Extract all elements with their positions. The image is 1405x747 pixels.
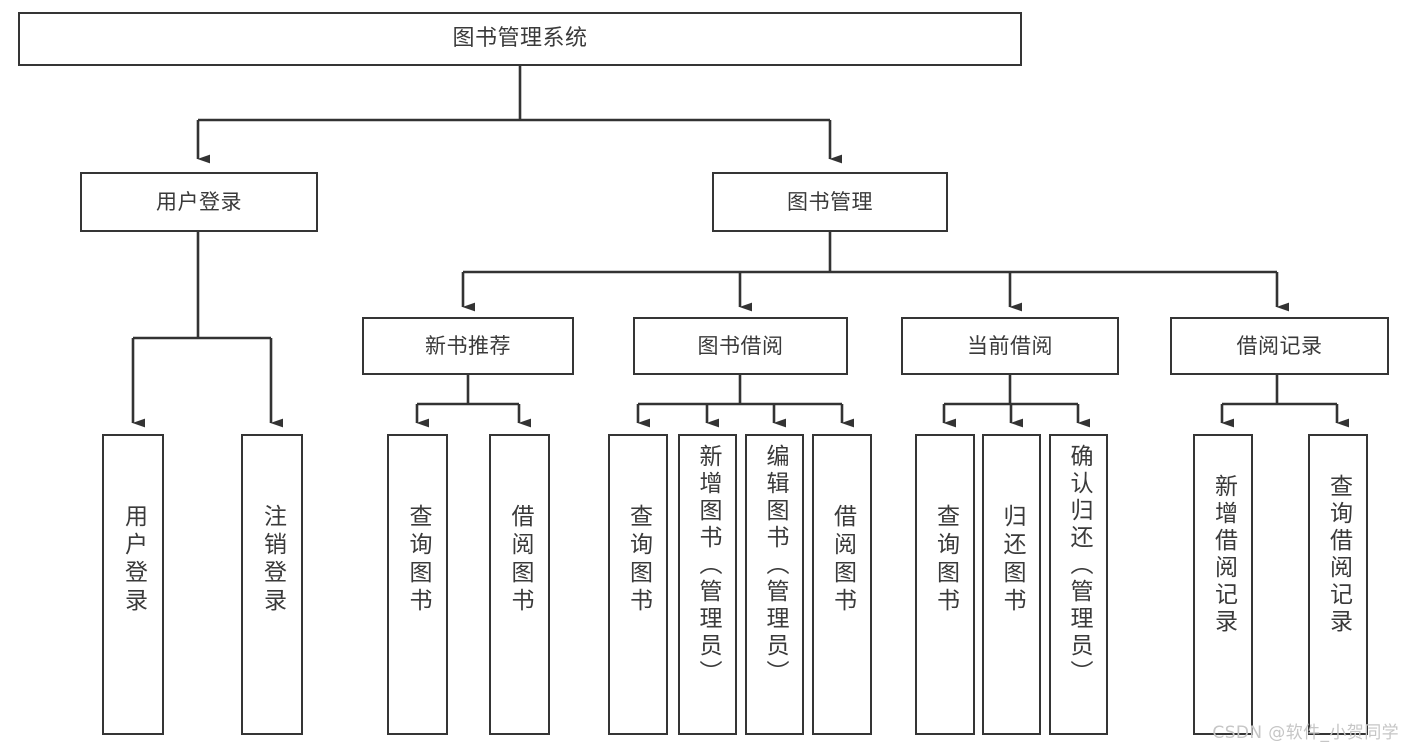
node-label: 注销登录 — [259, 504, 286, 616]
node-current-borrow[interactable]: 当前借阅 — [901, 317, 1119, 375]
node-label: 用户登录 — [156, 189, 242, 214]
node-label: 查询图书 — [932, 504, 959, 616]
node-root-library-system[interactable]: 图书管理系统 — [18, 12, 1022, 66]
leaf-add-borrow-record[interactable]: 新增借阅记录 — [1193, 434, 1253, 735]
node-label: 当前借阅 — [967, 333, 1053, 358]
leaf-query-borrow-record[interactable]: 查询借阅记录 — [1308, 434, 1368, 735]
node-book-borrow[interactable]: 图书借阅 — [633, 317, 848, 375]
node-label: 借阅图书 — [507, 504, 533, 616]
leaf-edit-book-admin[interactable]: 编辑图书（管理员） — [745, 434, 804, 735]
node-label: 归还图书 — [999, 504, 1025, 616]
node-label: 查询借阅记录 — [1325, 474, 1352, 636]
node-label: 新增图书（管理员） — [695, 444, 721, 687]
node-user-login[interactable]: 用户登录 — [80, 172, 318, 232]
node-new-book-recommend[interactable]: 新书推荐 — [362, 317, 574, 375]
leaf-add-book-admin[interactable]: 新增图书（管理员） — [678, 434, 737, 735]
node-label: 图书借阅 — [697, 333, 784, 358]
leaf-borrow-book-action[interactable]: 借阅图书 — [812, 434, 872, 735]
leaf-query-book-borrow[interactable]: 查询图书 — [608, 434, 668, 735]
node-label: 查询图书 — [405, 504, 431, 616]
node-label: 借阅记录 — [1236, 333, 1323, 358]
node-label: 借阅图书 — [829, 504, 856, 616]
leaf-borrow-book-new[interactable]: 借阅图书 — [489, 434, 550, 735]
node-label: 用户登录 — [120, 504, 147, 616]
leaf-logout-login[interactable]: 注销登录 — [241, 434, 303, 735]
leaf-return-book[interactable]: 归还图书 — [982, 434, 1041, 735]
leaf-user-login[interactable]: 用户登录 — [102, 434, 164, 735]
leaf-query-book-current[interactable]: 查询图书 — [915, 434, 975, 735]
node-label: 图书管理 — [787, 189, 873, 214]
node-label: 新增借阅记录 — [1210, 474, 1237, 636]
leaf-query-book-new[interactable]: 查询图书 — [387, 434, 448, 735]
leaf-confirm-return-admin[interactable]: 确认归还（管理员） — [1049, 434, 1108, 735]
node-label: 新书推荐 — [425, 333, 511, 358]
node-label: 编辑图书（管理员） — [762, 444, 788, 687]
node-book-management[interactable]: 图书管理 — [712, 172, 948, 232]
node-label: 图书管理系统 — [452, 26, 588, 52]
node-label: 确认归还（管理员） — [1066, 444, 1092, 687]
node-label: 查询图书 — [625, 504, 652, 616]
node-borrow-record[interactable]: 借阅记录 — [1170, 317, 1389, 375]
